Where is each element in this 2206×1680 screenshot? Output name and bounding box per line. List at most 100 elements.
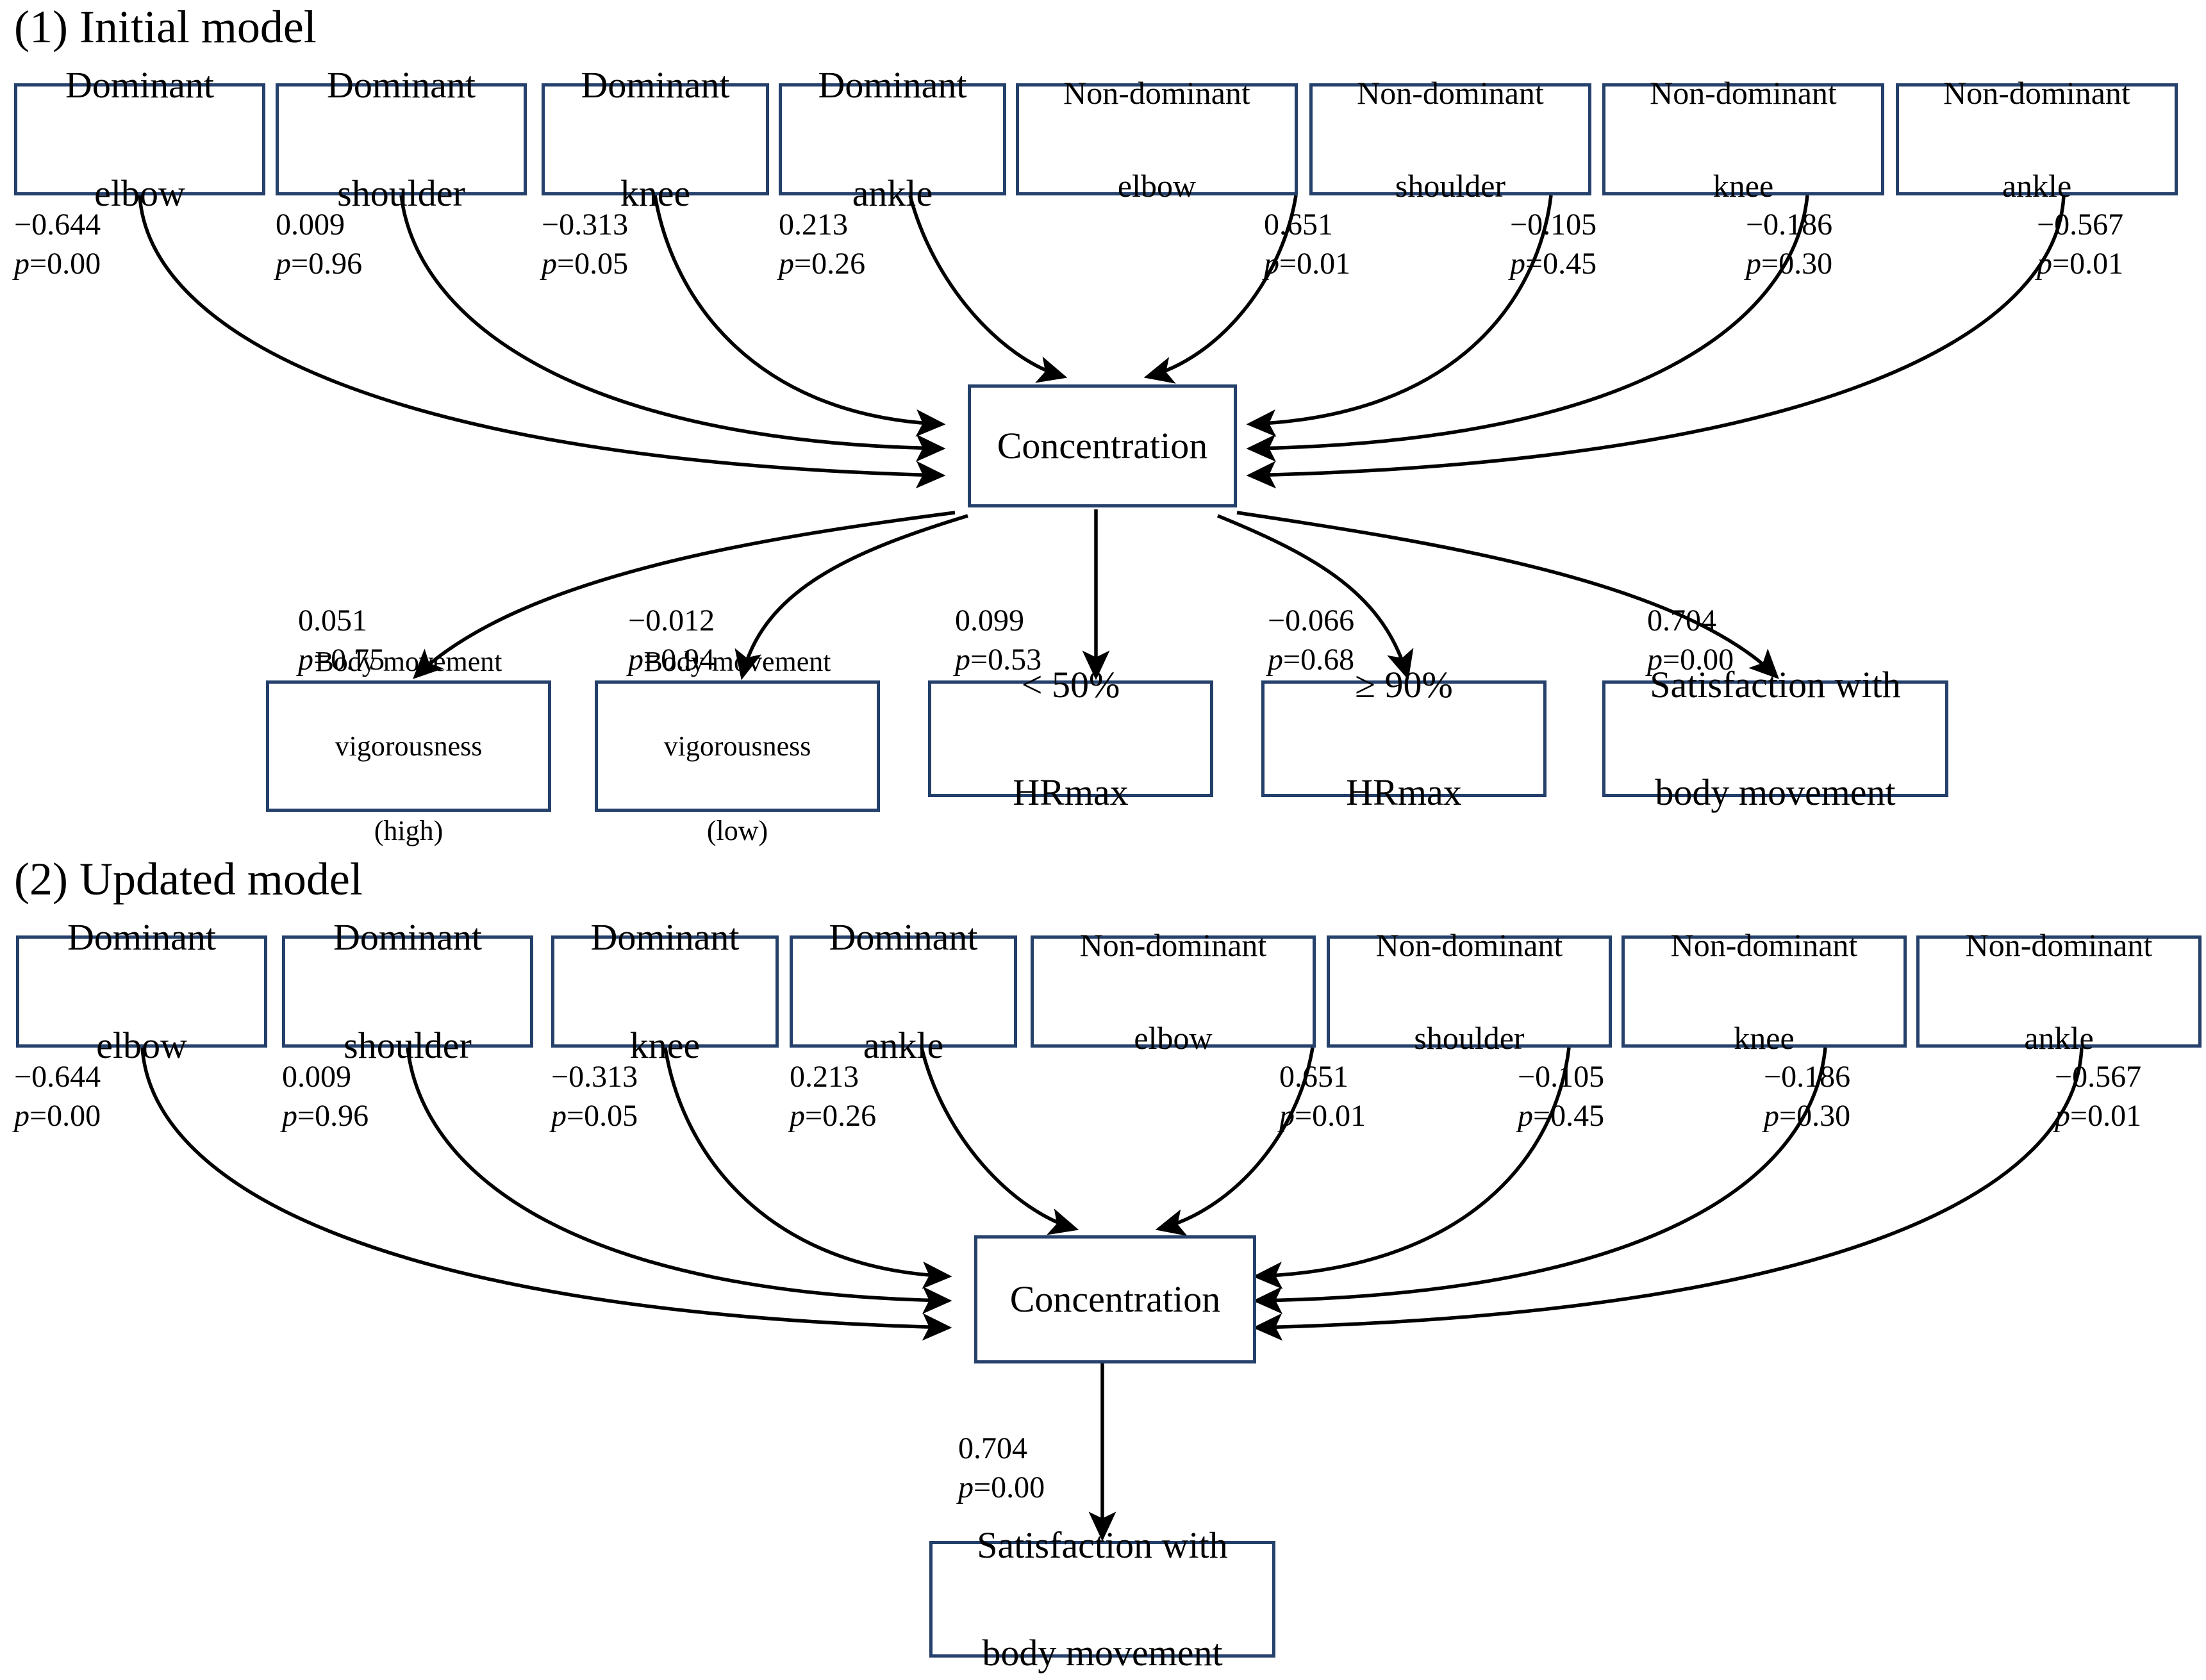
coef-pvalue: =0.75 — [313, 643, 385, 677]
node-line1: Dominant — [818, 64, 967, 106]
node-concentration-m1[interactable]: Concentration — [968, 384, 1237, 507]
section-title-initial-model: (1) Initial model — [14, 1, 317, 53]
node-line2: elbow — [94, 172, 185, 214]
node-dominant-ankle-m1[interactable]: Dominant ankle — [779, 64, 1006, 214]
node-hrmax-over-90-m1[interactable]: ≥ 90% HRmax — [1261, 664, 1547, 813]
coef-dominant-elbow-m1: −0.644 p=0.00 — [14, 208, 101, 281]
node-line1: Non-dominant — [1965, 926, 2153, 963]
node-line2: vigorousness — [335, 730, 483, 762]
coef-pvalue: =0.30 — [1779, 1099, 1851, 1133]
node-nondominant-elbow-m1[interactable]: Non-dominant elbow — [1016, 75, 1298, 204]
node-line1: Non-dominant — [1650, 74, 1837, 111]
node-dominant-shoulder-m2[interactable]: Dominant shoulder — [282, 916, 533, 1066]
coef-nondominant-shoulder-m1: −0.105 p=0.45 — [1510, 208, 1597, 281]
node-line2: knee — [629, 1024, 701, 1066]
coef-pvalue: =0.53 — [970, 643, 1042, 677]
coef-pvalue: =0.00 — [974, 1470, 1045, 1505]
coef-nondominant-ankle-m1: −0.567 p=0.01 — [2037, 208, 2124, 281]
coef-value: 0.213 — [790, 1060, 859, 1094]
node-satisfaction-with-body-movement-m2[interactable]: Satisfaction with body movement — [929, 1524, 1275, 1674]
node-line2: shoulder — [1395, 167, 1506, 204]
coef-dominant-knee-m1: −0.313 p=0.05 — [542, 208, 629, 281]
node-line1: Non-dominant — [1943, 74, 2130, 111]
node-line1: < 50% — [1021, 663, 1120, 705]
node-body-movement-vigorousness-high-m1[interactable]: Body movement vigorousness (high) — [266, 646, 551, 846]
coef-value: −0.186 — [1764, 1060, 1851, 1094]
coef-satisfaction-m2: 0.704 p=0.00 — [958, 1431, 1045, 1505]
node-nondominant-knee-m2[interactable]: Non-dominant knee — [1621, 927, 1907, 1056]
node-dominant-elbow-m2[interactable]: Dominant elbow — [16, 916, 267, 1066]
coef-value: −0.313 — [542, 208, 629, 242]
coef-nondominant-ankle-m2: −0.567 p=0.01 — [2055, 1060, 2142, 1133]
coef-pvalue: =0.94 — [643, 643, 715, 677]
node-line1: Non-dominant — [1079, 926, 1267, 963]
coef-nondominant-shoulder-m2: −0.105 p=0.45 — [1518, 1060, 1605, 1133]
coef-dominant-knee-m2: −0.313 p=0.05 — [551, 1060, 638, 1133]
node-dominant-elbow-m1[interactable]: Dominant elbow — [14, 64, 265, 214]
coef-dominant-ankle-m2: 0.213 p=0.26 — [790, 1060, 877, 1133]
node-line3: (low) — [706, 814, 768, 846]
node-line1: Dominant — [333, 916, 482, 959]
node-line1: Non-dominant — [1063, 74, 1250, 111]
node-line2: shoulder — [337, 172, 465, 214]
node-line1: Body movement — [643, 645, 831, 677]
section-title-updated-model: (2) Updated model — [14, 853, 363, 905]
node-line1: Non-dominant — [1670, 926, 1858, 963]
coef-nondominant-knee-m2: −0.186 p=0.30 — [1764, 1060, 1851, 1133]
node-dominant-knee-m2[interactable]: Dominant knee — [551, 916, 779, 1066]
coef-hrmax-over90-m1: −0.066 p=0.68 — [1268, 604, 1355, 677]
node-line3: (high) — [374, 814, 444, 846]
node-concentration-m2[interactable]: Concentration — [974, 1235, 1256, 1363]
node-line2: body movement — [1655, 771, 1896, 814]
node-line2: vigorousness — [663, 730, 811, 762]
node-nondominant-shoulder-m1[interactable]: Non-dominant shoulder — [1309, 75, 1591, 204]
coef-pvalue: =0.45 — [1525, 247, 1597, 281]
node-nondominant-ankle-m1[interactable]: Non-dominant ankle — [1896, 75, 2178, 204]
coef-pvalue: =0.01 — [2052, 247, 2124, 281]
coef-pvalue: =0.30 — [1761, 247, 1833, 281]
node-line2: knee — [1734, 1019, 1795, 1056]
node-line2: knee — [1713, 167, 1774, 204]
node-dominant-ankle-m2[interactable]: Dominant ankle — [790, 916, 1017, 1066]
node-satisfaction-with-body-movement-m1[interactable]: Satisfaction with body movement — [1602, 664, 1948, 813]
node-line2: elbow — [1117, 167, 1197, 204]
coef-nondominant-elbow-m2: 0.651 p=0.01 — [1279, 1060, 1366, 1133]
node-body-movement-vigorousness-low-m1[interactable]: Body movement vigorousness (low) — [595, 646, 880, 846]
coef-value: −0.186 — [1746, 208, 1833, 242]
coef-pvalue: =0.26 — [794, 247, 866, 281]
node-line1: Satisfaction with — [977, 1524, 1228, 1566]
node-line2: shoulder — [344, 1024, 472, 1066]
node-nondominant-shoulder-m2[interactable]: Non-dominant shoulder — [1327, 927, 1612, 1056]
m1-in-edges — [138, 195, 2066, 489]
coef-pvalue: =0.01 — [1295, 1099, 1366, 1133]
node-label: Concentration — [997, 424, 1208, 466]
node-line2: ankle — [2024, 1019, 2094, 1056]
coef-pvalue: =0.26 — [805, 1099, 877, 1133]
coef-dominant-elbow-m2: −0.644 p=0.00 — [14, 1060, 101, 1133]
node-nondominant-elbow-m2[interactable]: Non-dominant elbow — [1031, 927, 1316, 1056]
node-line1: Dominant — [67, 916, 216, 959]
node-dominant-shoulder-m1[interactable]: Dominant shoulder — [276, 64, 527, 214]
node-line1: Non-dominant — [1375, 926, 1563, 963]
node-line2: shoulder — [1414, 1019, 1525, 1056]
coef-value: −0.105 — [1518, 1060, 1605, 1094]
node-line2: knee — [620, 172, 691, 214]
coef-value: 0.651 — [1279, 1060, 1348, 1094]
node-line1: Dominant — [327, 64, 476, 106]
node-hrmax-under-50-m1[interactable]: < 50% HRmax — [928, 664, 1213, 813]
node-line2: HRmax — [1013, 771, 1129, 814]
node-dominant-knee-m1[interactable]: Dominant knee — [542, 64, 769, 214]
coef-value: 0.704 — [958, 1431, 1027, 1465]
coef-pvalue: =0.00 — [29, 247, 101, 281]
node-line1: Non-dominant — [1357, 74, 1544, 111]
node-line1: Dominant — [590, 916, 740, 959]
coef-pvalue: =0.96 — [291, 247, 363, 281]
coef-dominant-ankle-m1: 0.213 p=0.26 — [779, 208, 866, 281]
node-nondominant-ankle-m2[interactable]: Non-dominant ankle — [1916, 927, 2202, 1056]
coef-dominant-shoulder-m1: 0.009 p=0.96 — [276, 208, 363, 281]
node-nondominant-knee-m1[interactable]: Non-dominant knee — [1602, 75, 1884, 204]
node-line2: ankle — [852, 172, 933, 214]
coef-value: −0.105 — [1510, 208, 1597, 242]
